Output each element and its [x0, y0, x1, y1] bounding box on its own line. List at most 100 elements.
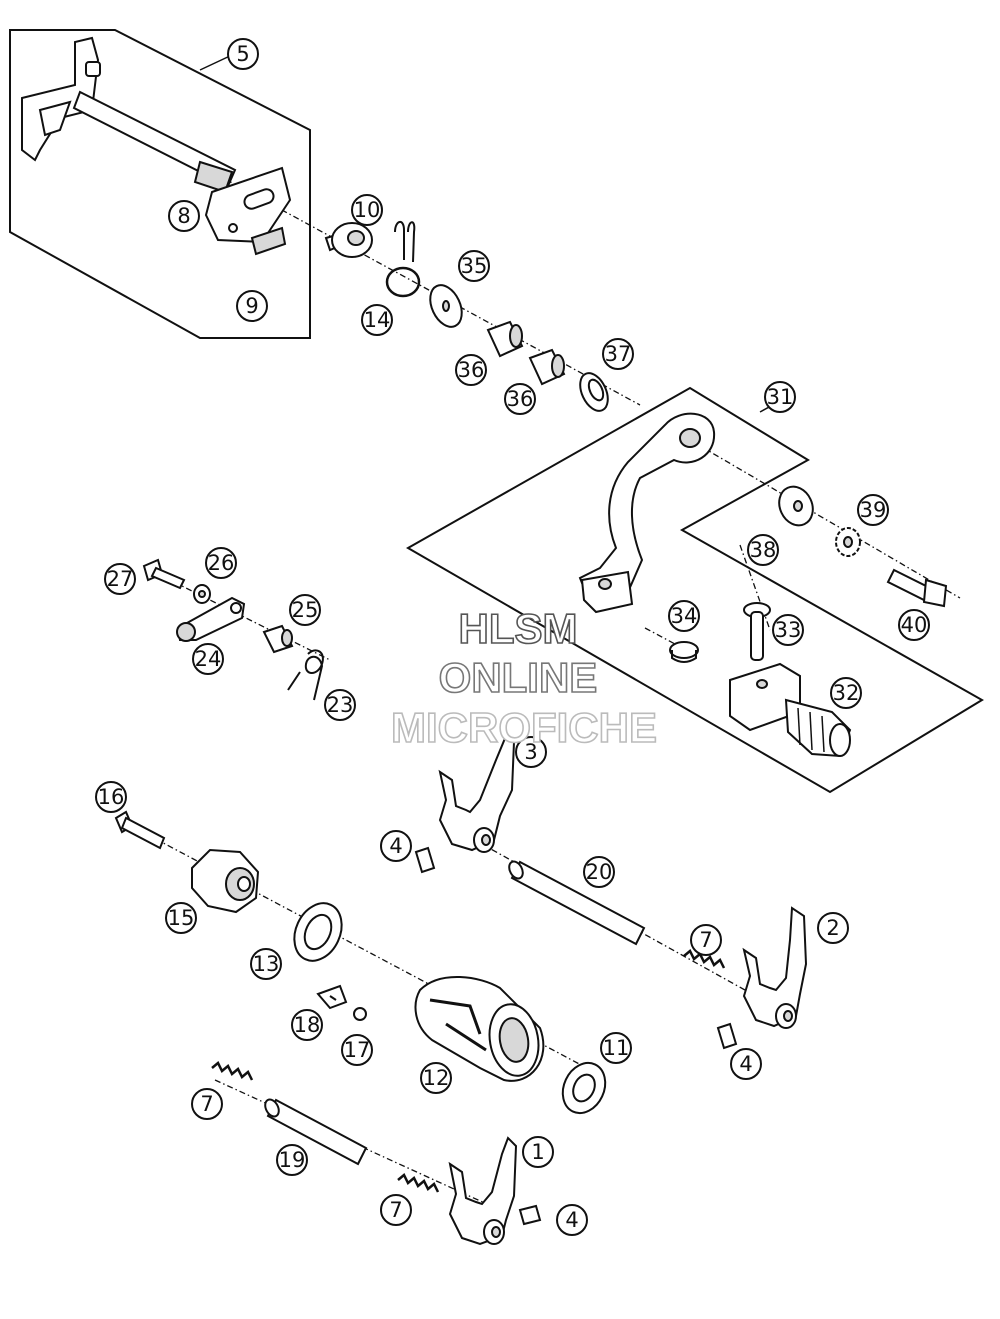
- shift-part-23: [287, 649, 324, 701]
- callout: 16: [95, 781, 127, 813]
- callout: 4: [380, 830, 412, 862]
- shift-part-27: [142, 558, 186, 590]
- shift-part-34: [669, 641, 699, 663]
- callout-label: 23: [327, 693, 354, 717]
- shift-part-15: [191, 848, 260, 914]
- callout-label: 17: [344, 1038, 371, 1062]
- callout: 2: [817, 912, 849, 944]
- callout-label: 25: [292, 598, 319, 622]
- callout: 37: [602, 338, 634, 370]
- watermark-line-1: HLSM: [459, 605, 578, 652]
- callout: 8: [168, 200, 200, 232]
- callout: 36: [504, 383, 536, 415]
- callout: 36: [455, 354, 487, 386]
- callout-label: 37: [605, 342, 632, 366]
- shift-fork-3: [438, 734, 516, 853]
- callout-label: 4: [565, 1208, 578, 1232]
- shift-part-24: [176, 596, 246, 642]
- callout: 19: [276, 1144, 308, 1176]
- callout-label: 15: [168, 906, 195, 930]
- callout: 33: [772, 614, 804, 646]
- callout: 23: [324, 689, 356, 721]
- callout-label: 31: [767, 385, 794, 409]
- shift-shaft-part: [21, 36, 292, 256]
- callout: 7: [191, 1088, 223, 1120]
- callout: 25: [289, 594, 321, 626]
- callout: 4: [730, 1048, 762, 1080]
- callout-label: 14: [364, 308, 391, 332]
- callout-label: 8: [177, 204, 190, 228]
- callout-label: 18: [294, 1013, 321, 1037]
- callout-label: 36: [507, 387, 534, 411]
- shift-part-19: [264, 1098, 368, 1166]
- callout-label: 32: [833, 681, 860, 705]
- callout: 13: [250, 948, 282, 980]
- shift-part-14: [385, 221, 421, 298]
- shift-part-10: [324, 222, 373, 258]
- callout-label: 11: [603, 1036, 630, 1060]
- callout: 11: [600, 1032, 632, 1064]
- callout: 40: [898, 609, 930, 641]
- shift-part-35: [429, 284, 463, 328]
- callout: 39: [857, 494, 889, 526]
- shift-part-40: [886, 568, 948, 608]
- callout-label: 27: [107, 567, 134, 591]
- callout: 17: [341, 1034, 373, 1066]
- callout-label: 35: [461, 254, 488, 278]
- callout: 7: [380, 1194, 412, 1226]
- callout-label: 7: [389, 1198, 402, 1222]
- shift-drum-part: [414, 976, 545, 1082]
- callout-label: 12: [423, 1066, 450, 1090]
- callout-label: 1: [531, 1140, 544, 1164]
- watermark: HLSM ONLINE MICROFICHE: [390, 604, 658, 752]
- callout: 4: [556, 1204, 588, 1236]
- callout-label: 13: [253, 952, 280, 976]
- callout: 34: [668, 600, 700, 632]
- callout: 27: [104, 563, 136, 595]
- callout: 26: [205, 547, 237, 579]
- shift-part-39: [835, 527, 861, 557]
- shift-part-38: [778, 485, 814, 527]
- callout-label: 38: [750, 538, 777, 562]
- callout-label: 7: [200, 1092, 213, 1116]
- shift-fork-1: [448, 1136, 518, 1246]
- shift-part-18: [316, 984, 348, 1010]
- callout: 3: [515, 736, 547, 768]
- shift-part-4: [414, 846, 738, 1226]
- callout: 14: [361, 304, 393, 336]
- callout: 32: [830, 677, 862, 709]
- callout: 20: [583, 856, 615, 888]
- group-box-shift-lever: [405, 386, 984, 794]
- callout-label: 40: [901, 613, 928, 637]
- shift-part-37: [579, 372, 609, 412]
- callout: 31: [764, 381, 796, 413]
- shift-part-20: [508, 860, 646, 946]
- callout-label: 4: [389, 834, 402, 858]
- callout-label: 24: [195, 647, 222, 671]
- callout-label: 10: [354, 198, 381, 222]
- callout: 5: [227, 38, 259, 70]
- callout-label: 2: [826, 916, 839, 940]
- callout: 38: [747, 534, 779, 566]
- callout-label: 3: [524, 740, 537, 764]
- callout: 35: [458, 250, 490, 282]
- callout: 12: [420, 1062, 452, 1094]
- callout-label: 36: [458, 358, 485, 382]
- callout: 24: [192, 643, 224, 675]
- callout-label: 19: [279, 1148, 306, 1172]
- shift-part-32: [729, 662, 852, 758]
- callout: 15: [165, 902, 197, 934]
- shift-fork-2: [742, 906, 808, 1029]
- shift-part-17: [353, 1007, 367, 1021]
- callout-label: 7: [699, 928, 712, 952]
- shift-part-13: [293, 902, 343, 962]
- watermark-line-3: MICROFICHE: [391, 704, 657, 751]
- callout-label: 20: [586, 860, 613, 884]
- shift-part-16: [114, 810, 166, 850]
- shift-part-33: [743, 602, 771, 661]
- shift-lever-part: [578, 412, 716, 614]
- callout-label: 4: [739, 1052, 752, 1076]
- shift-part-25: [262, 624, 294, 654]
- callout: 10: [351, 194, 383, 226]
- shift-part-36: [486, 320, 566, 386]
